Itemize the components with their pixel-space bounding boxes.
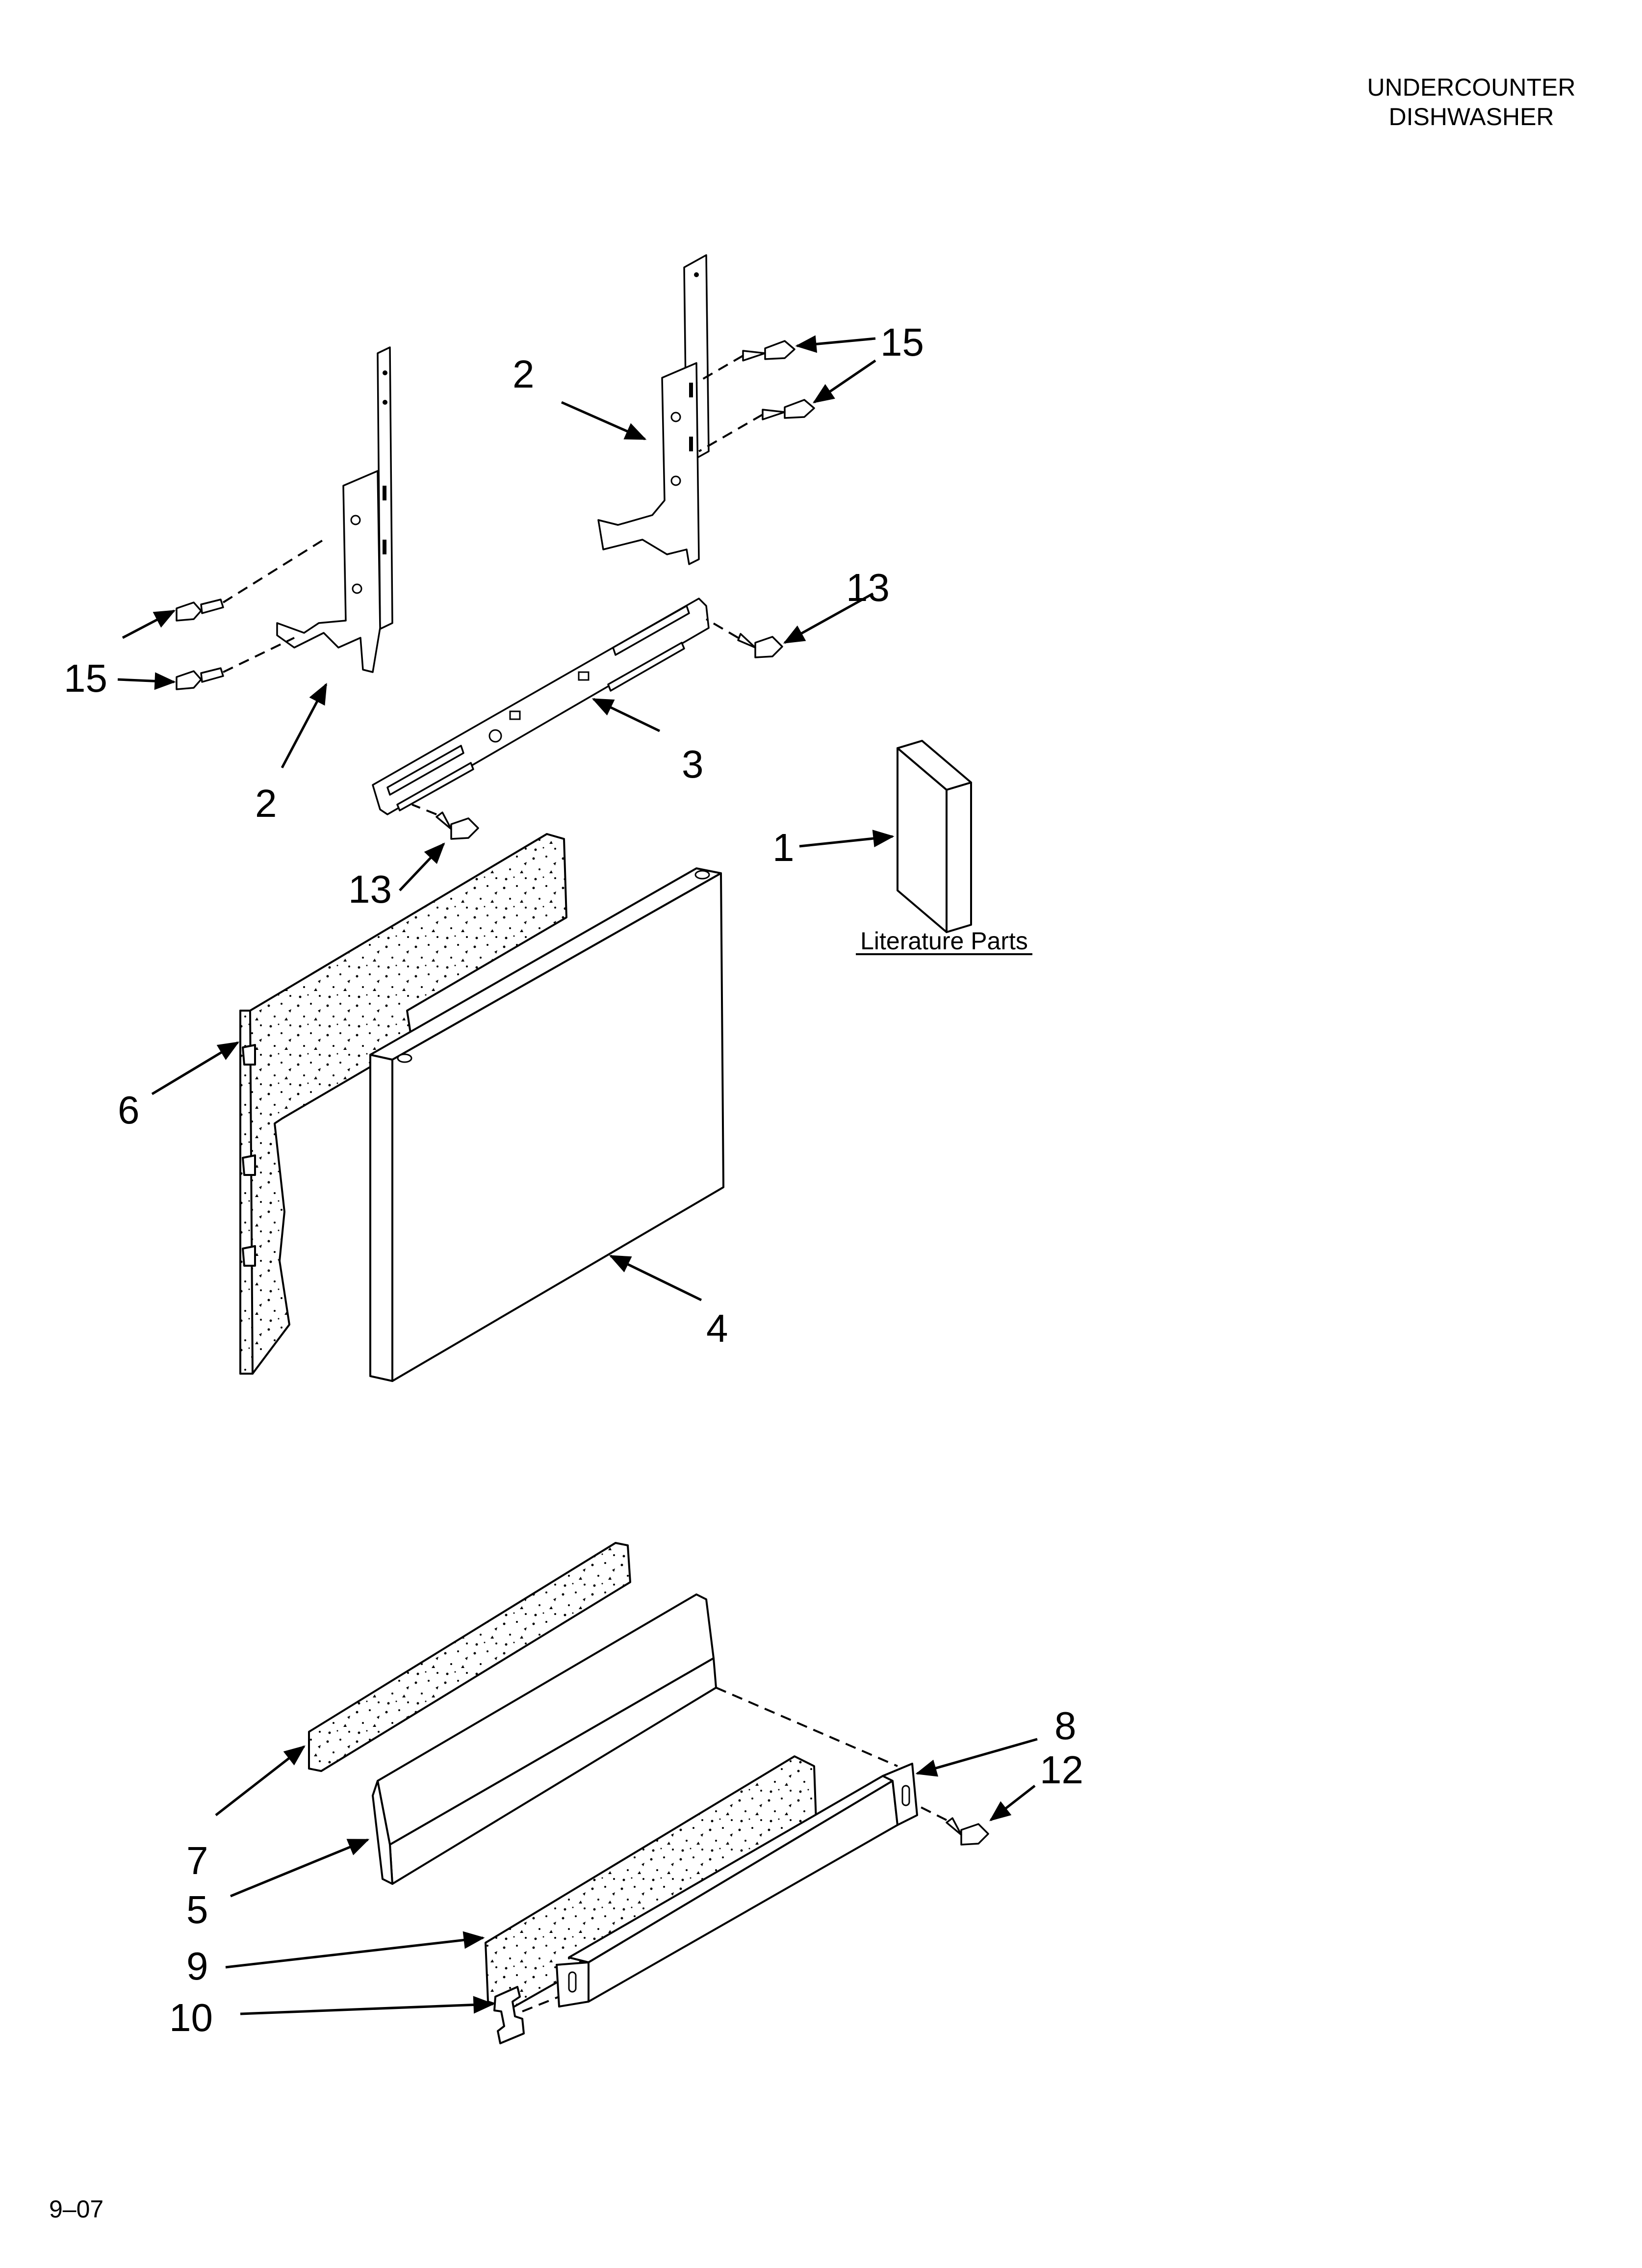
screw-left-upper [176,599,224,622]
screw-path-left-upper [222,539,325,603]
screw-left-lower [176,667,224,690]
screw-bracket-right [737,633,783,658]
header-line-1: UNDERCOUNTER [1367,74,1576,101]
callouts: 15 2 13 15 2 3 1 13 6 4 8 12 7 5 9 10 [64,320,1083,2039]
screw-right-upper [742,340,795,362]
callout-5: 5 [186,1888,208,1931]
hinge-bracket-right [597,254,710,565]
screw-path-left-lower [223,637,295,673]
callout-3: 3 [682,742,704,786]
literature-parts-booklet [897,740,972,933]
callout-15-left: 15 [64,656,107,700]
clip-guide [522,1996,560,2012]
screw-path-bracket-right [705,618,739,639]
literature-parts-label: Literature Parts [860,927,1028,955]
leader-lines [117,335,1038,2015]
toe-kick-panel [372,1593,717,1885]
screw-right-lower [762,399,815,420]
callout-6: 6 [118,1088,140,1132]
screw-path-right-upper [695,355,744,384]
toe-kick-guide [716,1687,898,1767]
callout-2-upper: 2 [513,352,535,396]
screw-toe-kick [946,1817,989,1846]
screw-path-bracket-left [411,804,437,815]
callout-7: 7 [186,1839,208,1882]
callout-2-lower: 2 [255,782,277,825]
callout-15-upper-right: 15 [880,320,924,364]
callout-8: 8 [1054,1704,1077,1747]
toe-kick-insulation-upper [308,1542,631,1772]
mounting-bracket [372,598,710,815]
callout-10: 10 [169,1996,213,2039]
screw-bracket-left [436,811,479,840]
door-panel [369,867,724,1382]
header-line-2: DISHWASHER [1388,103,1554,130]
callout-13-left: 13 [348,867,392,911]
callout-9: 9 [186,1944,208,1988]
toe-kick-trim [556,1763,918,2007]
screw-path-right-lower [698,414,763,452]
callout-4: 4 [706,1306,728,1350]
hinge-bracket-left [276,346,393,673]
insulation-panel [239,833,567,1375]
callout-1: 1 [772,826,795,869]
date-code: 9–07 [49,2195,103,2223]
toe-kick-clip [493,1986,525,2044]
screw-path-toe-kick [917,1804,947,1821]
callout-12: 12 [1040,1748,1083,1792]
callout-13-right: 13 [846,566,890,609]
